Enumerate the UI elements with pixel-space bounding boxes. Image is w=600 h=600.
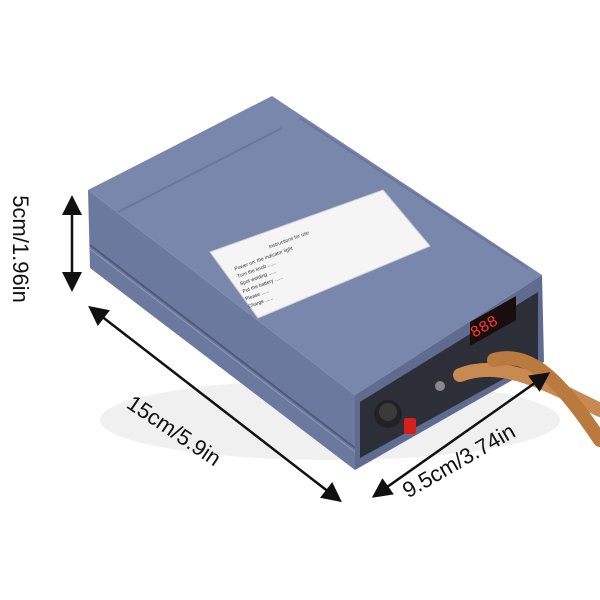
red-button [404, 418, 416, 434]
length-arrow [88, 305, 342, 503]
adjust-knob-cap [379, 403, 397, 421]
top-groove-right [299, 117, 529, 269]
top-groove-left [117, 127, 283, 213]
instruction-sticker [209, 189, 431, 319]
width-arrow [371, 372, 551, 498]
digital-display [470, 296, 516, 346]
height-dimension-label: 5cm/1.96in [7, 195, 33, 303]
indicator-light [435, 381, 445, 391]
